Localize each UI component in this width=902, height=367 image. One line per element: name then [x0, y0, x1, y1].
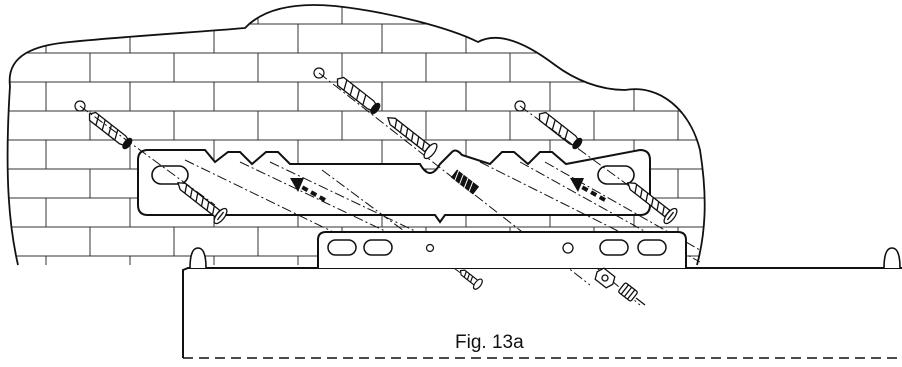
- bracket-slot-left: [151, 165, 189, 185]
- screw-icon: [459, 269, 483, 290]
- dashed-arrow-right: [570, 178, 606, 202]
- bracket-slot-right: [597, 165, 635, 185]
- dashed-arrow-icon: [570, 178, 606, 202]
- bolt-assembly: [594, 267, 646, 306]
- device-bracket: [317, 231, 687, 268]
- dashed-arrow-icon: [290, 178, 326, 202]
- wall-plate-bracket: [137, 148, 651, 224]
- center-bolt: [450, 169, 480, 195]
- screw-icon: [387, 117, 438, 160]
- figure-caption: Fig. 13a: [455, 332, 524, 353]
- wall-screws: [177, 117, 678, 225]
- screw-icon: [627, 182, 678, 225]
- bracket-screws: [459, 269, 483, 290]
- wall-anchor-icon: [336, 76, 381, 115]
- screw-icon: [177, 182, 228, 225]
- dashed-arrow-left: [290, 178, 326, 202]
